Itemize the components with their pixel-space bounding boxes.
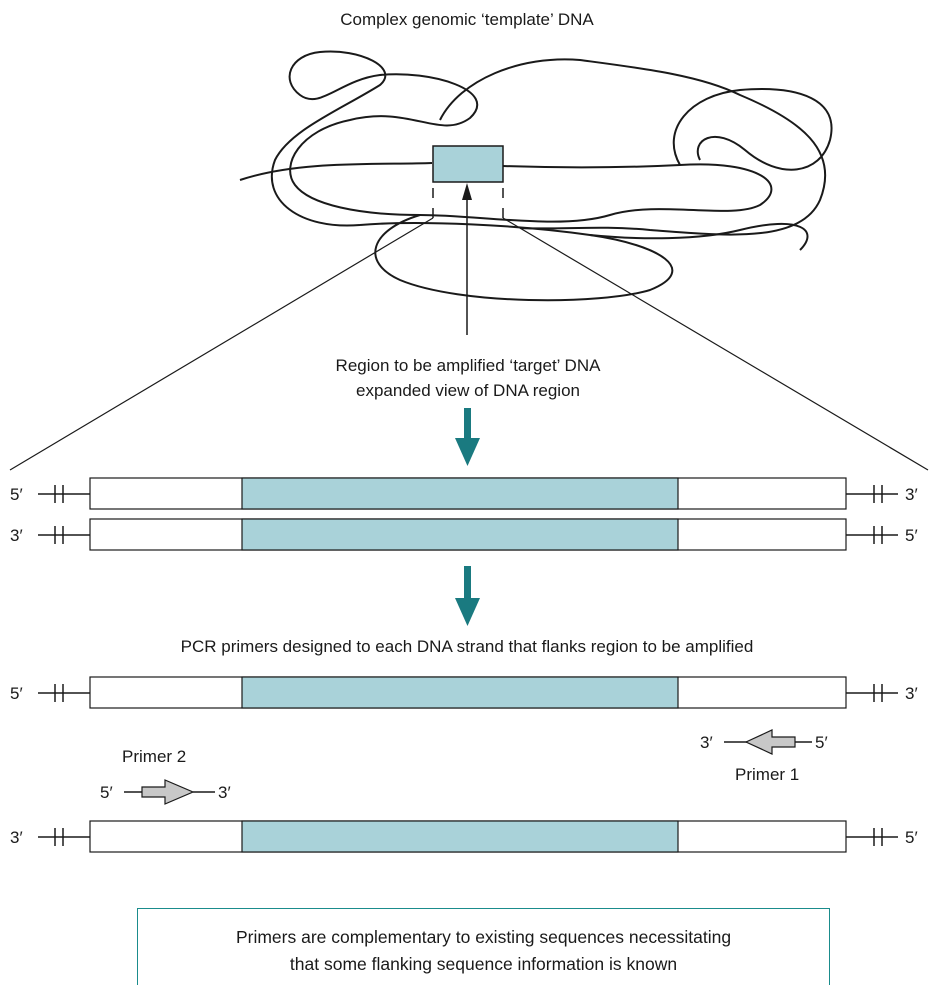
primer-1-label: Primer 1 xyxy=(735,765,799,784)
primer-1-arrow xyxy=(744,729,796,755)
strand-row: 5′ 3′ xyxy=(10,676,918,709)
strand-end-label: 3′ xyxy=(905,485,918,504)
note-box: Primers are complementary to existing se… xyxy=(137,908,830,985)
strand-end-label: 3′ xyxy=(10,828,23,847)
down-arrow-1 xyxy=(455,408,480,466)
target-pointer-arrow xyxy=(462,183,472,335)
target-region-box xyxy=(432,145,504,183)
primer-2-left-end: 5′ xyxy=(100,783,113,802)
primer-2-label: Primer 2 xyxy=(122,747,186,766)
strand-end-label: 5′ xyxy=(10,684,23,703)
primer-1: 3′ 5′ Primer 1 xyxy=(700,729,828,784)
primer-caption: PCR primers designed to each DNA strand … xyxy=(181,637,754,656)
strand-end-label: 3′ xyxy=(10,526,23,545)
strand-end-label: 5′ xyxy=(905,526,918,545)
strand-row: 3′ 5′ xyxy=(10,518,918,551)
strand-row: 5′ 3′ xyxy=(10,477,918,510)
primer-2-right-end: 3′ xyxy=(218,783,231,802)
down-arrow-2 xyxy=(455,566,480,626)
strand-end-label: 5′ xyxy=(10,485,23,504)
strand-end-label: 5′ xyxy=(905,828,918,847)
primer-2-arrow xyxy=(141,779,195,805)
target-label-line1: Region to be amplified ‘target’ DNA xyxy=(336,356,602,375)
note-line-1: Primers are complementary to existing se… xyxy=(235,927,732,947)
expansion-lines xyxy=(9,217,929,471)
template-title: Complex genomic ‘template’ DNA xyxy=(340,10,594,29)
target-brackets xyxy=(432,188,504,218)
target-label-line2: expanded view of DNA region xyxy=(356,381,580,400)
primer-1-right-end: 5′ xyxy=(815,733,828,752)
strand-pair-1: 5′ 3′ 3′ 5′ xyxy=(10,477,918,551)
note-line-2: that some flanking sequence information … xyxy=(289,954,678,974)
strand-row: 3′ 5′ xyxy=(10,820,918,853)
primer-2: Primer 2 5′ 3′ xyxy=(100,747,231,805)
genomic-dna-tangle xyxy=(239,50,833,302)
primer-1-left-end: 3′ xyxy=(700,733,713,752)
strand-end-label: 3′ xyxy=(905,684,918,703)
